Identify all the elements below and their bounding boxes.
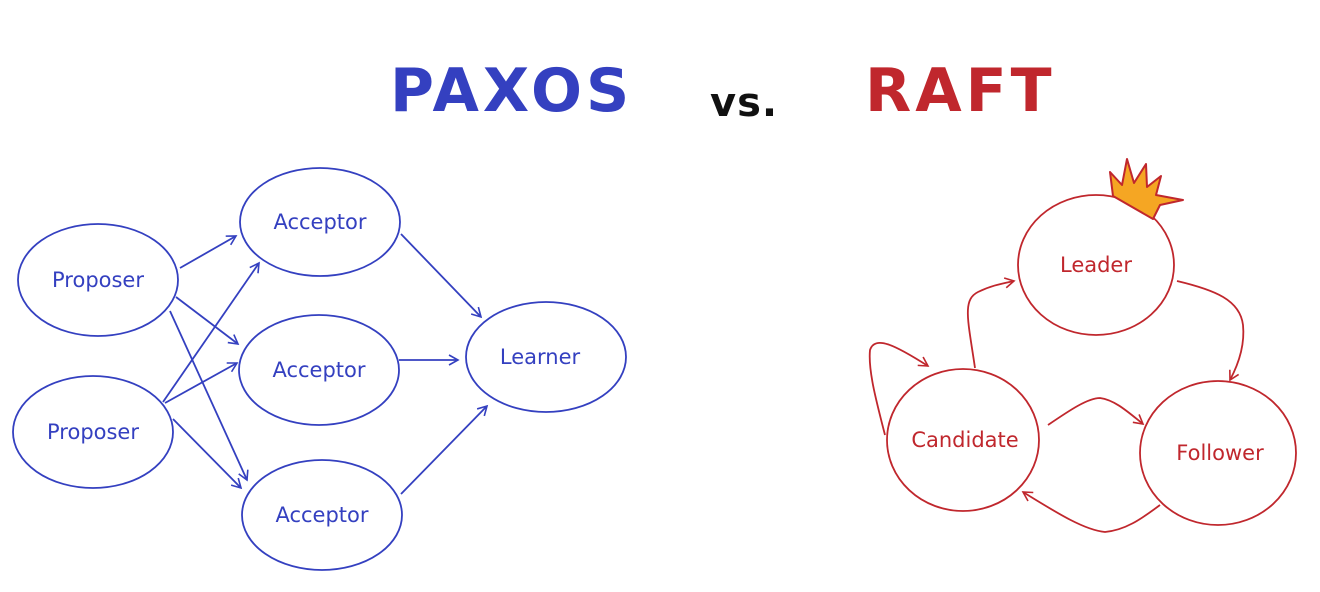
node-label: Follower <box>1176 441 1264 465</box>
crown-icon <box>1109 158 1184 220</box>
node-label: Learner <box>500 345 581 369</box>
raft-node-leader: Leader <box>1017 194 1175 336</box>
raft-diagram: Leader Candidate Follower <box>868 158 1297 533</box>
edge-acceptor1-learner <box>400 233 483 319</box>
edge-proposer1-acceptor2 <box>175 296 240 345</box>
node-label: Proposer <box>52 268 144 292</box>
edge-leader-follower <box>1176 280 1245 382</box>
paxos-node-proposer-2: Proposer <box>12 375 174 489</box>
raft-title: RAFT <box>865 56 1056 126</box>
paxos-node-acceptor-3: Acceptor <box>241 459 403 571</box>
edge-candidate-follower <box>1047 397 1145 426</box>
node-label: Proposer <box>47 420 139 444</box>
edge-candidate-self <box>868 341 930 436</box>
edge-proposer2-acceptor3 <box>172 418 243 490</box>
edge-proposer1-acceptor3 <box>169 310 249 482</box>
edge-proposer2-acceptor2 <box>164 362 239 404</box>
raft-node-candidate: Candidate <box>886 368 1040 512</box>
node-label: Acceptor <box>272 358 365 382</box>
edge-candidate-leader <box>966 277 1016 369</box>
raft-node-follower: Follower <box>1139 380 1297 526</box>
paxos-edges <box>162 233 489 495</box>
edge-follower-candidate <box>1021 491 1161 533</box>
edge-proposer2-acceptor1 <box>162 261 260 403</box>
node-label: Acceptor <box>275 503 368 527</box>
paxos-node-acceptor-2: Acceptor <box>238 314 400 426</box>
paxos-node-learner: Learner <box>465 301 627 413</box>
node-label: Leader <box>1060 253 1132 277</box>
node-label: Candidate <box>911 428 1018 452</box>
paxos-diagram: Proposer Proposer Acceptor Acceptor Acce… <box>12 167 627 571</box>
paxos-title: PAXOS <box>390 56 634 126</box>
edge-proposer1-acceptor1 <box>179 235 238 269</box>
paxos-node-acceptor-1: Acceptor <box>239 167 401 277</box>
node-label: Acceptor <box>273 210 366 234</box>
vs-label: vs. <box>710 80 779 126</box>
edge-acceptor3-learner <box>400 404 489 495</box>
paxos-node-proposer-1: Proposer <box>17 223 179 337</box>
raft-edges <box>868 277 1245 533</box>
